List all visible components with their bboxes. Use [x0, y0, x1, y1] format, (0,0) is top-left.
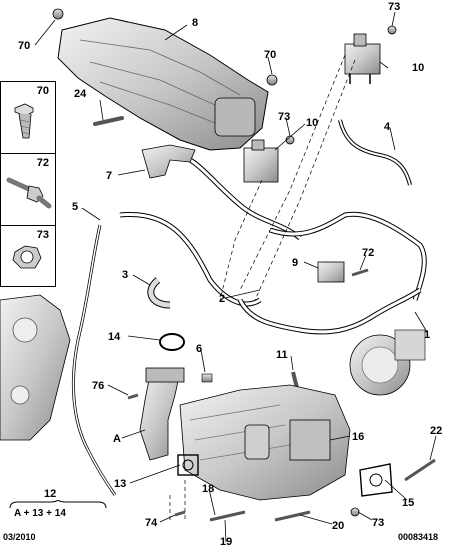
leader-lines	[34, 11, 437, 543]
egr-cooler	[179, 384, 351, 501]
hex-nut-icon	[12, 245, 42, 269]
callout-18: 18	[202, 483, 214, 495]
hex-flange-bolt-icon	[14, 103, 34, 139]
callout-73-middle: 73	[278, 111, 290, 123]
callout-8: 8	[192, 17, 198, 29]
stud-19	[209, 510, 246, 522]
callout-24: 24	[74, 88, 87, 100]
callout-3: 3	[122, 269, 128, 281]
solenoid-valve-lower	[243, 139, 279, 183]
bolt-74	[174, 510, 186, 517]
vacuum-pipes	[71, 119, 427, 496]
vacuum-pump	[349, 329, 426, 396]
bracket	[141, 144, 196, 179]
footer-date: 03/2010	[3, 532, 36, 542]
callout-22: 22	[430, 425, 442, 437]
assembly-dashed-lines	[169, 54, 356, 520]
egr-pipe	[139, 367, 185, 461]
callout-7: 7	[106, 170, 112, 182]
callout-76: 76	[92, 380, 104, 392]
callout-73-bottom: 73	[372, 517, 384, 529]
callout-16: 16	[352, 431, 364, 443]
legend-box-72: 72	[0, 153, 56, 226]
elbow-hose	[147, 277, 171, 309]
callout-73-top: 73	[388, 1, 400, 13]
legend-number-72: 72	[36, 157, 49, 169]
valve-9	[317, 261, 345, 283]
kit-number: 12	[44, 488, 57, 500]
legend-number-73: 73	[36, 229, 49, 241]
stud-bolt-icon	[6, 177, 52, 209]
callout-74: 74	[145, 517, 158, 529]
callout-10-top: 10	[412, 62, 424, 74]
nut-73-top	[387, 25, 397, 35]
bolt-20	[274, 510, 311, 522]
callout-A: A	[113, 433, 121, 445]
legend-number-70: 70	[36, 85, 49, 97]
callout-70-top: 70	[18, 40, 30, 52]
callout-14: 14	[108, 331, 121, 343]
callout-70-right: 70	[264, 49, 276, 61]
stud-22	[404, 458, 436, 482]
intake-manifold	[57, 17, 269, 151]
callout-2: 2	[219, 293, 225, 305]
callout-19: 19	[220, 536, 232, 545]
callout-6: 6	[196, 343, 202, 355]
gasket-ring	[159, 333, 185, 351]
bolt-70-right	[266, 74, 278, 86]
nut-73-bottom	[350, 507, 360, 517]
stud-72	[351, 268, 369, 277]
bolt-70-top	[52, 8, 64, 20]
callout-72: 72	[362, 247, 374, 259]
callout-11: 11	[276, 349, 288, 361]
callout-1: 1	[424, 329, 430, 341]
solenoid-valve-upper	[344, 33, 381, 84]
callout-15: 15	[402, 497, 414, 509]
kit-brace	[9, 500, 107, 509]
stud-24	[93, 116, 124, 126]
callout-5: 5	[72, 201, 78, 213]
legend-box-73: 73	[0, 225, 56, 287]
engine-block-fragment	[0, 294, 71, 441]
callout-10-middle: 10	[306, 117, 318, 129]
bolt-6	[201, 373, 213, 383]
gasket-15	[359, 463, 393, 497]
legend-box-70: 70	[0, 81, 56, 154]
bolt-76	[127, 393, 139, 400]
callout-9: 9	[292, 257, 298, 269]
callout-4: 4	[384, 121, 391, 133]
kit-formula: A + 13 + 14	[14, 508, 66, 519]
callout-13: 13	[114, 478, 126, 490]
gasket-13	[177, 454, 199, 476]
footer-reference: 00083418	[398, 532, 439, 542]
callout-20: 20	[332, 520, 344, 532]
